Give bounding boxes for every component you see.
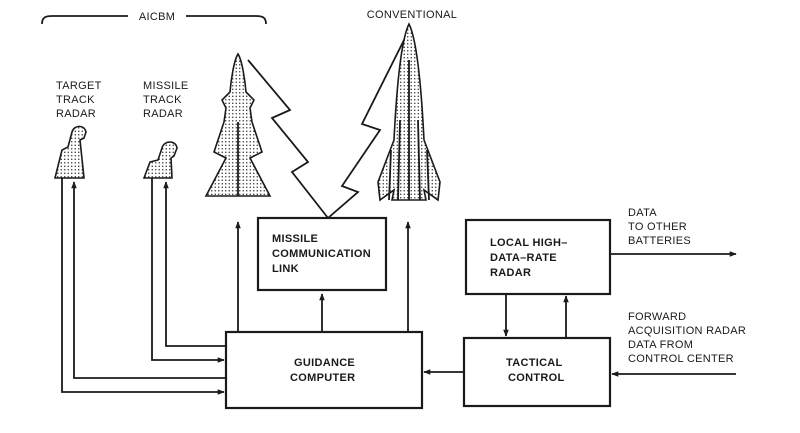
target-radar-lines [61, 178, 226, 395]
aicbm-radio-link [247, 59, 329, 219]
local-high-data-rate-radar-label: LOCAL HIGH– DATA–RATE RADAR [490, 237, 571, 279]
conventional-missile-icon [377, 22, 441, 202]
target-track-radar-label: TARGET TRACK RADAR [56, 80, 105, 120]
missile-track-radar-label: MISSILE TRACK RADAR [143, 80, 192, 120]
guidance-computer-label: GUIDANCE COMPUTER [290, 357, 358, 384]
conventional-label: CONVENTIONAL [367, 9, 457, 21]
data-to-other-batteries-label: DATA TO OTHER BATTERIES [628, 207, 691, 247]
missile-communication-link-box [256, 216, 388, 292]
missile-track-radar-icon [142, 141, 178, 179]
guidance-computer-box [224, 330, 424, 410]
aicbm-missile-icon [204, 52, 272, 197]
conventional-radio-link [327, 39, 405, 219]
local-high-data-rate-radar-box [464, 218, 612, 296]
aicbm-label: AICBM [139, 11, 175, 23]
aicbm-brace [41, 15, 267, 25]
tactical-control-label: TACTICAL CONTROL [506, 357, 566, 384]
missile-communication-link-label: MISSILE COMMUNICATION LINK [272, 233, 374, 275]
missile-radar-lines [151, 178, 226, 363]
target-track-radar-icon [53, 125, 87, 179]
forward-acquisition-radar-label: FORWARD ACQUISITION RADAR DATA FROM CONT… [628, 311, 750, 365]
